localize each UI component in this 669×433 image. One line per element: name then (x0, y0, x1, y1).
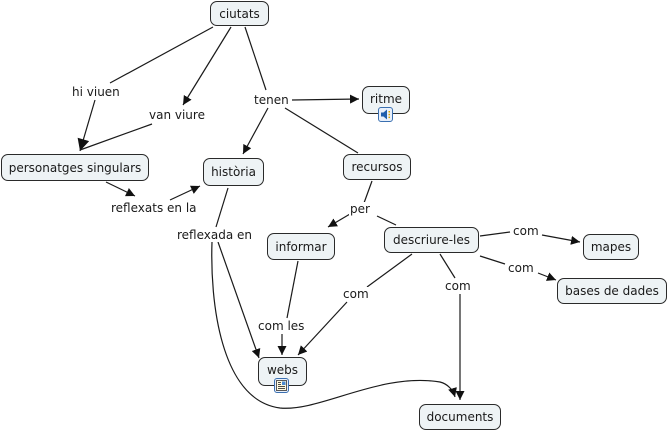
edge-ciutats-tenen (244, 26, 267, 91)
edge-historia-reflexada (215, 187, 229, 228)
concept-label: mapes (590, 240, 632, 254)
edge-hi-viuen-personatges (77, 99, 96, 152)
concept-personatges-singulars[interactable]: personatges singulars (1, 154, 149, 181)
edge-descriure-com-mapes (479, 231, 511, 237)
concept-documents[interactable]: documents (419, 404, 501, 430)
concept-ritme[interactable]: ritme (362, 86, 410, 114)
concept-descriure-les[interactable]: descriure-les (384, 227, 479, 253)
concept-label: ciutats (219, 6, 260, 21)
concept-informar[interactable]: informar (267, 233, 335, 260)
edge-descriure-com-bases (479, 255, 506, 265)
concept-label: descriure-les (392, 233, 471, 247)
linking-phrase-hi-viuen[interactable]: hi viuen (71, 85, 121, 99)
edge-com-webs-webs (297, 301, 348, 356)
edge-reflexada-documents (211, 241, 457, 409)
concept-label: personatges singulars (8, 160, 142, 175)
edge-informar-com-les (286, 260, 299, 319)
linking-phrase-tenen[interactable]: tenen (253, 93, 290, 107)
linking-phrase-reflexats-en-la[interactable]: reflexats en la (110, 201, 198, 215)
concept-ciutats[interactable]: ciutats (210, 1, 269, 26)
linking-phrase-reflexada-en[interactable]: reflexada en (176, 228, 254, 242)
edge-per-informar (327, 213, 351, 228)
linking-phrase-van-viure[interactable]: van viure (148, 108, 206, 122)
linking-phrase-per[interactable]: per (349, 202, 371, 216)
concept-bases-de-dades[interactable]: bases de dades (557, 278, 667, 304)
edge-com-bases-bases (537, 272, 557, 281)
concept-label: recursos (351, 160, 403, 174)
edge-descriure-com-webs (366, 253, 413, 288)
edge-per-descriure (376, 215, 397, 226)
linking-phrase-com-webs[interactable]: com (342, 287, 370, 301)
concept-recursos[interactable]: recursos (343, 154, 411, 180)
concept-label: documents (426, 410, 494, 424)
edge-personatges-reflexats (105, 181, 136, 197)
concept-label: bases de dades (565, 284, 659, 298)
edge-descriure-com-docs (439, 253, 456, 279)
audio-icon[interactable] (378, 107, 393, 122)
web-page-icon[interactable] (274, 378, 289, 393)
linking-phrase-com-documents[interactable]: com (444, 279, 472, 293)
linking-phrase-com-les[interactable]: com les (257, 319, 306, 333)
concept-label: informar (275, 239, 327, 254)
edge-recursos-per (363, 180, 373, 204)
edge-ciutats-hi-viuen (109, 26, 214, 84)
linking-phrase-com-mapes[interactable]: com (512, 224, 540, 238)
edge-tenen-ritme (291, 94, 360, 104)
edge-tenen-historia (242, 107, 269, 155)
concept-mapes[interactable]: mapes (583, 234, 639, 260)
linking-phrase-com-bases[interactable]: com (507, 261, 535, 275)
edge-tenen-recursos (284, 107, 359, 154)
edge-van-viure-personatges (79, 123, 153, 151)
concept-historia[interactable]: història (203, 158, 264, 186)
edge-ciutats-van-viure (182, 26, 232, 106)
edge-reflexada-webs (217, 241, 261, 359)
edge-reflexats-historia (169, 185, 201, 201)
edge-com-mapes-mapes (541, 234, 581, 245)
concept-label: ritme (369, 92, 403, 106)
concept-label: història (211, 165, 256, 179)
concept-label: webs (266, 363, 299, 377)
